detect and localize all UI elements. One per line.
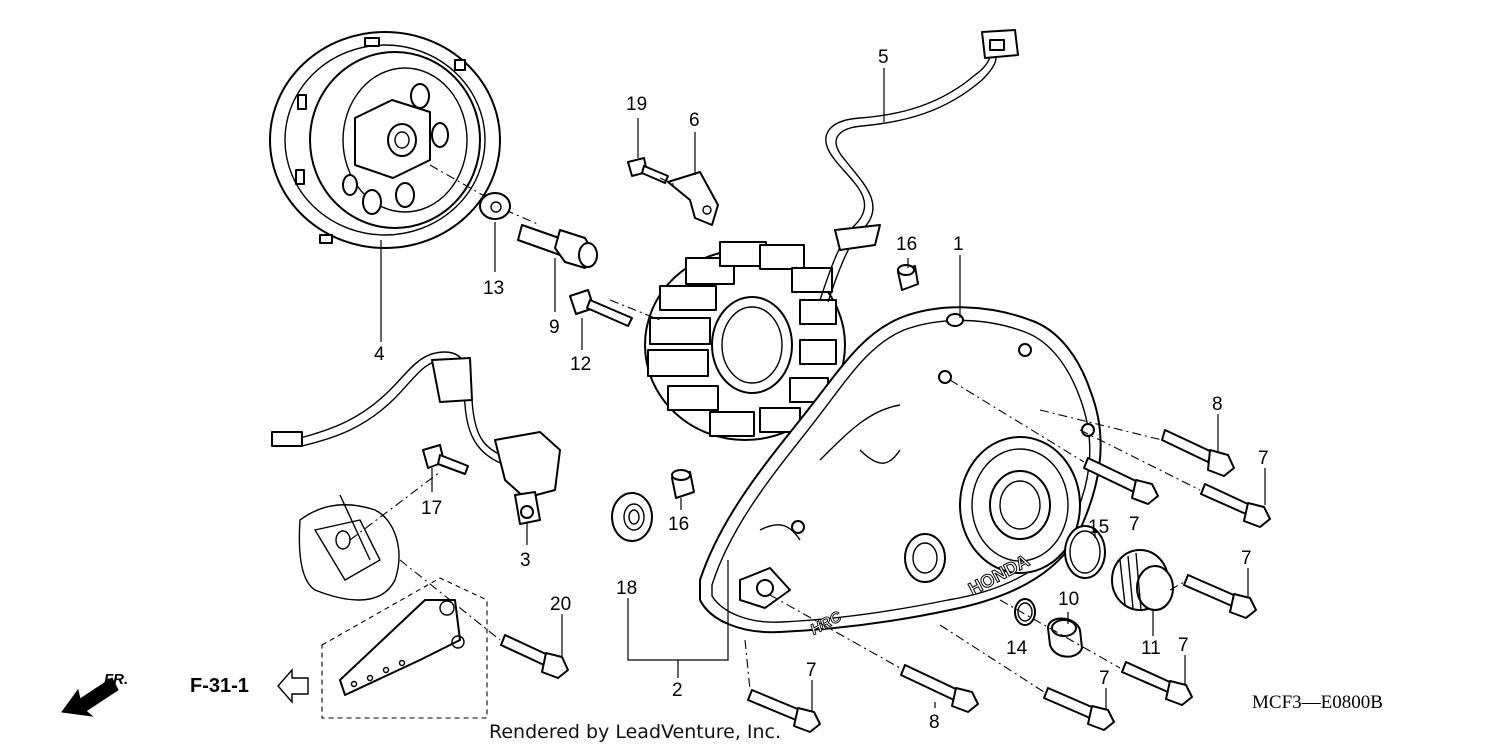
- callout-6: 6: [689, 110, 700, 131]
- cover-bolt-part-8-upper[interactable]: [1161, 429, 1235, 477]
- callout-10: 10: [1058, 589, 1079, 610]
- callout-3: 3: [520, 550, 531, 571]
- reference-arrow-icon: [277, 668, 309, 704]
- cover-bolt-part-7-e[interactable]: [1043, 687, 1115, 731]
- callout-16-a: 16: [896, 234, 917, 255]
- cover-bolt-part-7-d[interactable]: [1121, 661, 1193, 706]
- callout-7-b: 7: [1258, 448, 1269, 469]
- callout-13: 13: [483, 278, 504, 299]
- frame-reference-bracket: [298, 494, 488, 719]
- callout-20: 20: [550, 594, 571, 615]
- callout-7-f: 7: [806, 660, 817, 681]
- cover-bolt-part-7-b[interactable]: [1200, 483, 1271, 528]
- callout-12: 12: [570, 354, 591, 375]
- o-ring-part-14[interactable]: [1014, 598, 1036, 626]
- diagram-code: MCF3—E0800B: [1252, 692, 1383, 713]
- bolt-part-20[interactable]: [500, 634, 569, 679]
- stator-assembly[interactable]: [644, 241, 846, 441]
- callout-16-b: 16: [668, 514, 689, 535]
- callout-15: 15: [1088, 517, 1109, 538]
- callout-17: 17: [421, 498, 442, 519]
- callout-2: 2: [672, 680, 683, 701]
- cover-bolt-part-7-c[interactable]: [1183, 574, 1257, 619]
- callout-4: 4: [374, 344, 385, 365]
- page-reference[interactable]: F-31-1: [190, 668, 309, 704]
- callout-14: 14: [1006, 638, 1028, 659]
- flywheel-bolt-part-9[interactable]: [517, 224, 598, 269]
- callout-8-a: 8: [1212, 394, 1223, 415]
- callout-7-a: 7: [1129, 514, 1140, 535]
- dowel-pin-part-16-lower[interactable]: [671, 469, 695, 499]
- callout-19: 19: [626, 94, 647, 115]
- cover-bolt-part-7-a[interactable]: [1083, 457, 1159, 505]
- stator-bolt-part-12[interactable]: [569, 289, 633, 327]
- callout-11: 11: [1141, 638, 1161, 659]
- callout-9: 9: [549, 317, 560, 338]
- clip-part-6[interactable]: [667, 171, 719, 226]
- washer-part-13[interactable]: [479, 192, 511, 220]
- reference-code: F-31-1: [190, 675, 249, 697]
- leader-lines: [349, 68, 1266, 712]
- cover-bolt-part-7-f[interactable]: [747, 689, 821, 733]
- crankcase-cover-part-1[interactable]: HONDA HRC: [699, 306, 1102, 639]
- callout-18: 18: [616, 578, 637, 599]
- callout-1: 1: [953, 234, 964, 255]
- callout-7-d: 7: [1178, 635, 1189, 656]
- callout-labels: 1 2 3 4 5 6 7 7 7 7 7 7 8 8 9 10 11 12 1…: [374, 47, 1269, 733]
- front-arrow-icon: [61, 677, 119, 717]
- pulse-generator-part-3[interactable]: [271, 351, 561, 525]
- plug-part-10[interactable]: [1047, 617, 1083, 658]
- callout-7-c: 7: [1241, 548, 1252, 569]
- stator-wire-part-5[interactable]: [819, 29, 1019, 303]
- flywheel-part-4[interactable]: [269, 31, 501, 249]
- callout-7-e: 7: [1099, 668, 1110, 689]
- bolt-part-17[interactable]: [422, 444, 469, 475]
- o-ring-part-15[interactable]: [1064, 525, 1106, 579]
- callout-5: 5: [878, 47, 889, 68]
- dowel-pin-part-16-upper[interactable]: [897, 264, 919, 291]
- callout-8-b: 8: [929, 712, 940, 733]
- front-arrow-label: FR.: [104, 671, 128, 688]
- cover-bolt-part-8-lower[interactable]: [900, 664, 979, 713]
- bearing-part-18[interactable]: [611, 492, 653, 542]
- front-direction-indicator: FR.: [61, 671, 128, 717]
- cap-part-11[interactable]: [1111, 549, 1174, 611]
- render-credit: Rendered by LeadVenture, Inc.: [489, 721, 781, 743]
